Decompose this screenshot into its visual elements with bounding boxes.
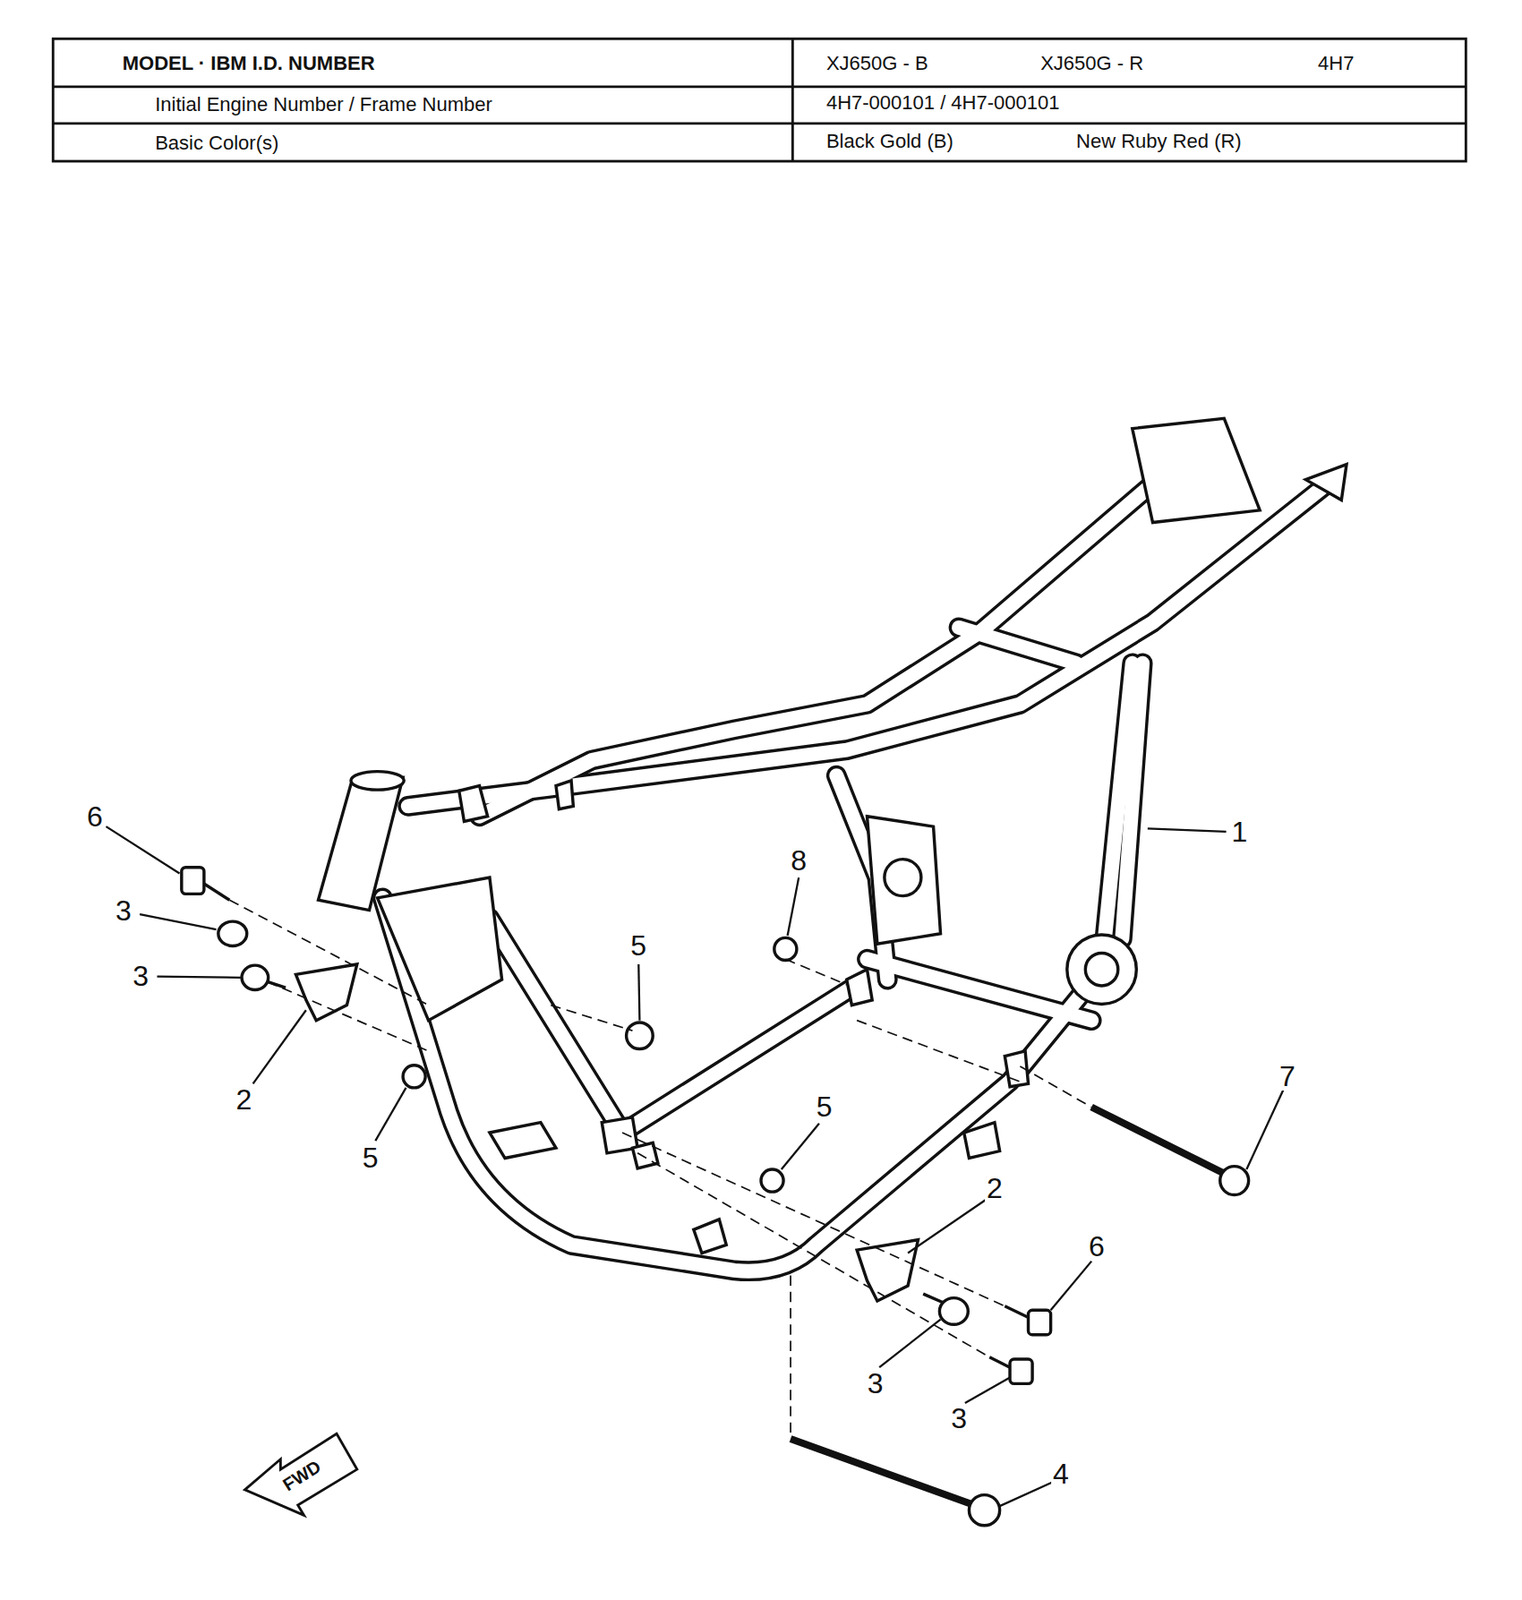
callout-number: 4: [1051, 1459, 1071, 1488]
callout-number: 3: [130, 961, 151, 991]
table-cell: 4H7-000101 / 4H7-000101: [826, 93, 1061, 113]
frame-tubes-outline: [382, 448, 1326, 1271]
table-cell: Initial Engine Number / Frame Number: [154, 94, 493, 115]
table-cell: XJ650G - R: [1040, 53, 1144, 74]
table-cell: Basic Color(s): [154, 133, 279, 154]
callout-number: 2: [984, 1173, 1005, 1203]
callout-number: 3: [113, 896, 134, 925]
callout-number: 7: [1277, 1061, 1298, 1091]
callout-number: 2: [233, 1085, 254, 1114]
callout-number: 6: [85, 802, 105, 831]
leader-lines: [105, 826, 1283, 1506]
table-cell: XJ650G - B: [826, 53, 929, 74]
table-cell: 4H7: [1317, 53, 1354, 74]
table-header: MODEL · IBM I.D. NUMBER: [122, 53, 376, 74]
callout-number: 8: [788, 846, 809, 875]
center-lines: [229, 899, 1092, 1439]
header-table: [52, 38, 1466, 162]
frame-details: [317, 418, 1347, 1253]
callout-number: 3: [949, 1403, 969, 1433]
fwd-arrow: [244, 1433, 357, 1515]
table-cell: New Ruby Red (R): [1076, 131, 1242, 152]
callout-number: 5: [628, 931, 649, 960]
callout-number: 1: [1229, 817, 1249, 847]
callout-number: 5: [814, 1092, 835, 1121]
table-cell: Black Gold (B): [826, 131, 954, 152]
callout-number: 6: [1086, 1231, 1107, 1261]
hardware: [181, 867, 1249, 1526]
callout-number: 3: [865, 1368, 886, 1398]
frame-tubes-fill: [382, 448, 1326, 1271]
callout-number: 5: [360, 1143, 381, 1172]
